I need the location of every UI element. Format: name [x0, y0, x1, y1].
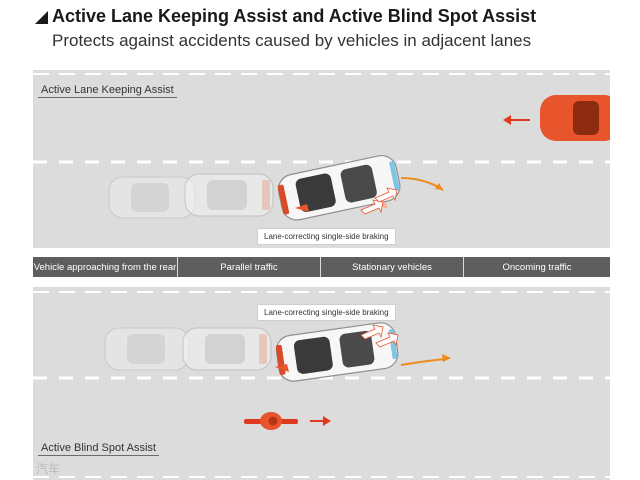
cyclist-arrow-head [323, 416, 331, 426]
title-triangle-icon [35, 11, 48, 24]
lane-keeping-scene [33, 70, 610, 248]
braking-arrow-2 [374, 187, 398, 203]
tab-parallel-traffic[interactable]: Parallel traffic [178, 257, 321, 277]
tab-stationary-vehicles[interactable]: Stationary vehicles [321, 257, 464, 277]
braking-arrow-b2 [375, 332, 399, 348]
callout-braking-bottom: Lane-correcting single-side braking [257, 304, 396, 321]
ghost-car-b1 [104, 327, 190, 371]
braking-arrow-b1 [360, 324, 384, 340]
main-car [277, 154, 401, 221]
watermark: 汽车 [36, 462, 61, 476]
brake-indicator-rear [295, 204, 309, 212]
callout-braking-top: Lane-correcting single-side braking [257, 228, 396, 245]
panel-label-lane-keeping: Active Lane Keeping Assist [38, 83, 177, 98]
braking-arrow-1 [360, 199, 384, 215]
header: Active Lane Keeping Assist and Active Bl… [0, 0, 640, 62]
page-subtitle: Protects against accidents caused by veh… [52, 31, 532, 50]
tab-oncoming-traffic[interactable]: Oncoming traffic [464, 257, 610, 277]
ghost-car-1 [108, 176, 196, 219]
trajectory-line-b [400, 358, 446, 366]
oncoming-arrow-head [503, 115, 511, 125]
oncoming-car [540, 95, 610, 141]
brake-indicator-rear-b [275, 364, 289, 372]
cyclist [244, 412, 298, 430]
scenario-tabs: Vehicle approaching from the rear Parall… [33, 257, 610, 277]
trajectory-arrowhead-b [442, 354, 451, 362]
page-title: Active Lane Keeping Assist and Active Bl… [52, 6, 537, 26]
tab-vehicle-approaching[interactable]: Vehicle approaching from the rear [33, 257, 178, 277]
ghost-car-b2 [182, 327, 272, 371]
blind-spot-panel: Lane-correcting single-side braking Acti… [33, 287, 610, 480]
lane-keeping-panel: Active Lane Keeping Assist Lane-correcti… [33, 70, 610, 248]
panel-label-blind-spot: Active Blind Spot Assist [38, 441, 159, 456]
ghost-car-2 [184, 173, 274, 217]
trajectory-arrowhead [435, 183, 443, 190]
